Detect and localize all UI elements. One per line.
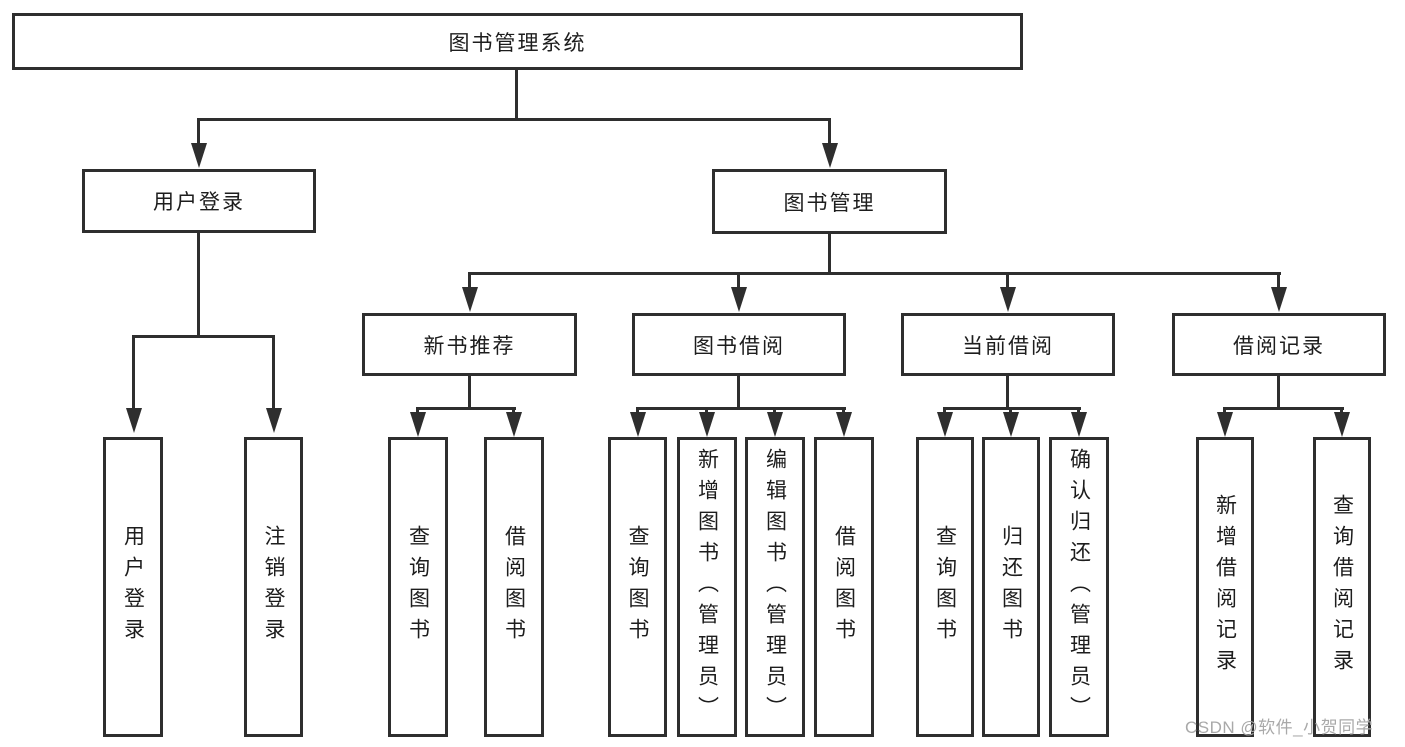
node-recommend-borrow-book: 借阅图书 — [484, 437, 544, 737]
connector-hline — [416, 407, 516, 410]
connector-vline — [468, 275, 471, 289]
node-root-label: 图书管理系统 — [448, 31, 587, 55]
node-root: 图书管理系统 — [12, 13, 1023, 70]
node-current-query-book: 查询图书 — [916, 437, 974, 737]
connector-vline — [705, 407, 708, 415]
connector-vline — [636, 407, 639, 415]
connector-vline — [1277, 376, 1280, 407]
node-borrow-add-book-admin: 新增图书（管理员） — [677, 437, 737, 737]
connector-vline — [828, 118, 831, 146]
arrow-down-icon — [410, 412, 426, 437]
node-current-confirm-return-admin: 确认归还（管理员） — [1049, 437, 1109, 737]
connector-vline — [1009, 407, 1012, 415]
node-records-add-record-label: 新增借阅记录 — [1213, 494, 1237, 680]
node-borrow-edit-book-admin-label: 编辑图书（管理员） — [763, 447, 787, 727]
connector-vline — [1006, 275, 1009, 289]
connector-vline — [773, 407, 776, 415]
connector-hline — [198, 118, 831, 121]
arrow-down-icon — [1003, 412, 1019, 437]
arrow-down-icon — [266, 408, 282, 433]
connector-vline — [1277, 275, 1280, 289]
arrow-down-icon — [630, 412, 646, 437]
connector-hline — [132, 335, 275, 338]
connector-vline — [943, 407, 946, 415]
arrow-down-icon — [767, 412, 783, 437]
node-current-confirm-return-admin-label: 确认归还（管理员） — [1067, 447, 1091, 727]
node-borrow-add-book-admin-label: 新增图书（管理员） — [695, 447, 719, 727]
node-borrow-query-book-label: 查询图书 — [626, 525, 649, 649]
node-new-book-recommend-label: 新书推荐 — [423, 334, 516, 358]
arrow-down-icon — [1071, 412, 1087, 437]
node-current-query-book-label: 查询图书 — [933, 525, 957, 649]
arrow-down-icon — [191, 143, 207, 168]
connector-vline — [1006, 376, 1009, 407]
node-book-management: 图书管理 — [712, 169, 947, 234]
connector-vline — [737, 275, 740, 289]
node-records-query-record: 查询借阅记录 — [1313, 437, 1371, 737]
connector-vline — [197, 233, 200, 335]
connector-vline — [842, 407, 845, 415]
node-records-query-record-label: 查询借阅记录 — [1330, 494, 1354, 680]
arrow-down-icon — [822, 143, 838, 168]
connector-vline — [828, 234, 831, 272]
node-book-borrow-label: 图书借阅 — [693, 334, 785, 358]
connector-vline — [1340, 407, 1343, 415]
node-current-return-book: 归还图书 — [982, 437, 1040, 737]
connector-vline — [737, 376, 740, 407]
connector-vline — [416, 407, 419, 415]
arrow-down-icon — [937, 412, 953, 437]
arrow-down-icon — [836, 412, 852, 437]
connector-vline — [1077, 407, 1080, 415]
connector-vline — [132, 335, 135, 410]
connector-hline — [468, 272, 1281, 275]
connector-hline — [636, 407, 846, 410]
arrow-down-icon — [126, 408, 142, 433]
connector-hline — [1223, 407, 1344, 410]
node-borrow-query-book: 查询图书 — [608, 437, 667, 737]
node-records-add-record: 新增借阅记录 — [1196, 437, 1254, 737]
node-current-borrow-label: 当前借阅 — [962, 334, 1054, 358]
connector-vline — [515, 70, 518, 118]
node-user-login: 用户登录 — [82, 169, 316, 233]
arrow-down-icon — [699, 412, 715, 437]
node-borrow-records: 借阅记录 — [1172, 313, 1386, 376]
node-borrow-borrow-book: 借阅图书 — [814, 437, 874, 737]
watermark-text: CSDN @软件_小贺同学 — [1185, 718, 1374, 737]
connector-vline — [197, 118, 200, 146]
node-leaf-logout: 注销登录 — [244, 437, 303, 737]
node-leaf-logout-label: 注销登录 — [262, 525, 285, 649]
connector-hline — [943, 407, 1081, 410]
connector-vline — [1223, 407, 1226, 415]
node-book-management-label: 图书管理 — [783, 191, 876, 215]
node-recommend-borrow-book-label: 借阅图书 — [502, 525, 526, 649]
node-leaf-user-login: 用户登录 — [103, 437, 163, 737]
arrow-down-icon — [1271, 287, 1287, 312]
node-borrow-borrow-book-label: 借阅图书 — [832, 525, 856, 649]
node-leaf-user-login-label: 用户登录 — [121, 525, 145, 649]
arrow-down-icon — [1217, 412, 1233, 437]
connector-vline — [512, 407, 515, 415]
node-current-return-book-label: 归还图书 — [999, 525, 1023, 649]
node-book-borrow: 图书借阅 — [632, 313, 846, 376]
connector-vline — [468, 376, 471, 407]
node-recommend-query-book: 查询图书 — [388, 437, 448, 737]
arrow-down-icon — [462, 287, 478, 312]
node-recommend-query-book-label: 查询图书 — [406, 525, 430, 649]
node-new-book-recommend: 新书推荐 — [362, 313, 577, 376]
node-current-borrow: 当前借阅 — [901, 313, 1115, 376]
connector-vline — [272, 335, 275, 410]
arrow-down-icon — [1000, 287, 1016, 312]
arrow-down-icon — [506, 412, 522, 437]
node-borrow-edit-book-admin: 编辑图书（管理员） — [745, 437, 805, 737]
node-user-login-label: 用户登录 — [153, 191, 245, 214]
arrow-down-icon — [1334, 412, 1350, 437]
node-borrow-records-label: 借阅记录 — [1233, 334, 1325, 358]
arrow-down-icon — [731, 287, 747, 312]
